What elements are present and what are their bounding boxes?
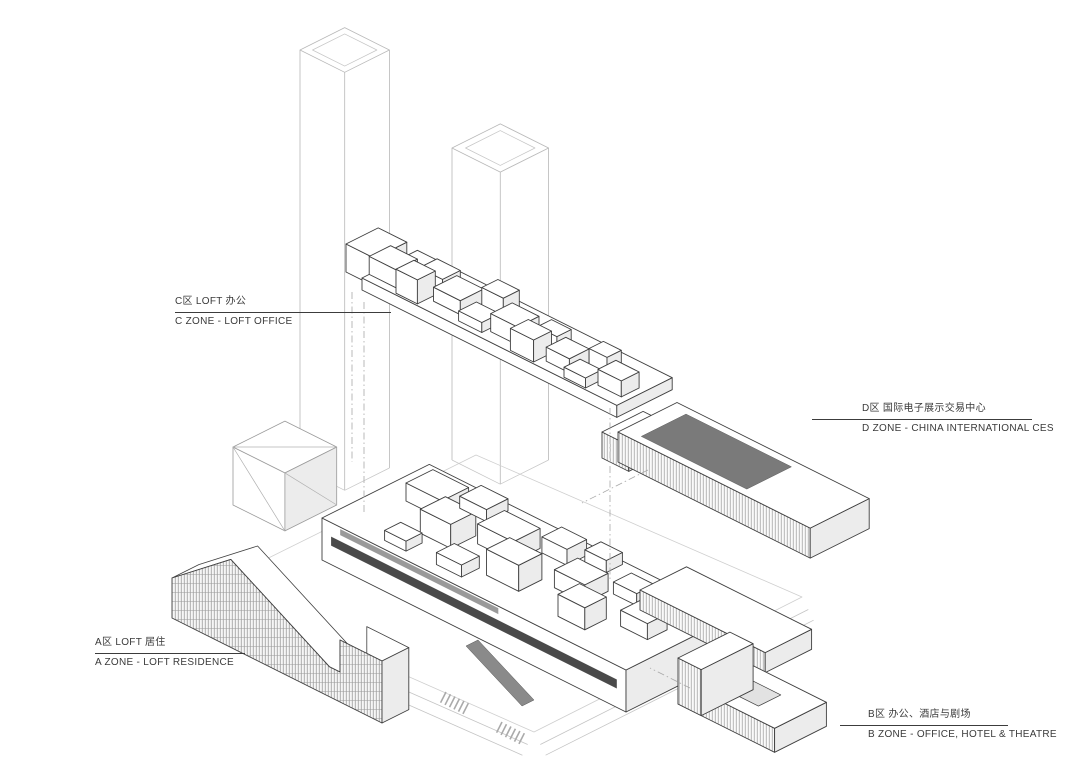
d-zone-label: D区 国际电子展示交易中心 D ZONE - CHINA INTERNATION…: [862, 403, 1054, 435]
a-zone-label-en: A ZONE - LOFT RESIDENCE: [95, 656, 234, 668]
b-zone-label: B区 办公、酒店与剧场 B ZONE - OFFICE, HOTEL & THE…: [868, 709, 1057, 741]
c-zone-building: [345, 227, 673, 418]
c-zone-label-en: C ZONE - LOFT OFFICE: [175, 315, 293, 327]
a-zone-label-cn: A区 LOFT 居住: [95, 637, 245, 654]
b-zone-label-en: B ZONE - OFFICE, HOTEL & THEATRE: [868, 728, 1057, 740]
a-zone-label: A区 LOFT 居住 A ZONE - LOFT RESIDENCE: [95, 637, 245, 669]
explode-guide-lines: [351, 292, 691, 689]
b-zone-label-cn: B区 办公、酒店与剧场: [868, 709, 1008, 726]
c-zone-label: C区 LOFT 办公 C ZONE - LOFT OFFICE: [175, 296, 391, 328]
d-zone-building: [601, 402, 870, 559]
label-leader-lines: [812, 419, 868, 726]
d-zone-label-cn: D区 国际电子展示交易中心: [862, 403, 1032, 420]
glass-cube-building: [232, 420, 338, 532]
c-zone-label-cn: C区 LOFT 办公: [175, 296, 391, 313]
b-zone-building: [677, 631, 827, 753]
d-zone-label-en: D ZONE - CHINA INTERNATIONAL CES: [862, 422, 1054, 434]
a-zone-building: [171, 545, 410, 724]
